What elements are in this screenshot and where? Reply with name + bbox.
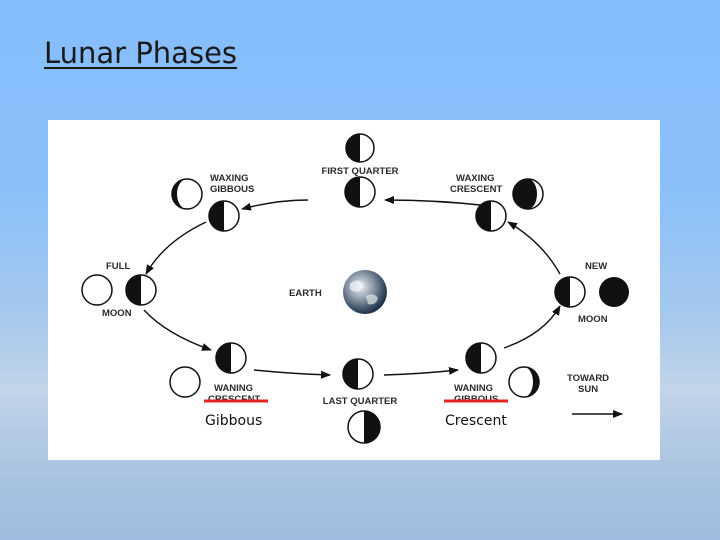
toward-sun-label-line1: TOWARD (567, 373, 609, 384)
first-quarter-phase: FIRST QUARTER (321, 133, 399, 208)
earth: EARTH (289, 270, 387, 314)
waxing-gibbous-view-from-earth (171, 178, 203, 210)
last-quarter-orbit-moon (342, 358, 374, 390)
slide-title: Lunar Phases (44, 36, 238, 70)
toward-sun-label-line2: SUN (578, 384, 598, 395)
orbit-arrow-top-right (384, 196, 491, 207)
lunar-phase-diagram: EARTH FIRST QUARTER WAXING GIBBOUS (48, 120, 660, 460)
orbit-arrow-bottom-left (253, 369, 331, 379)
waning-crescent-label-line1: WANING (214, 383, 253, 394)
earth-icon (343, 270, 387, 314)
new-moon-label-line2: MOON (578, 314, 608, 325)
new-moon-view-from-earth (599, 277, 629, 307)
new-moon-label-line1: NEW (585, 261, 607, 272)
waxing-crescent-label-line2: CRESCENT (450, 184, 502, 195)
waning-gibbous-phase: WANING GIBBOUS (454, 342, 540, 405)
orbit-arrow-lower-left (143, 309, 212, 351)
correction-label-crescent: Crescent (445, 413, 507, 429)
waning-gibbous-orbit-moon (465, 342, 497, 374)
waning-crescent-view-from-earth (169, 366, 201, 398)
new-moon-phase: NEW MOON (554, 261, 629, 325)
waning-crescent-phase: WANING CRESCENT (169, 342, 260, 405)
full-moon-label-line1: FULL (106, 261, 130, 272)
diagram-canvas: EARTH FIRST QUARTER WAXING GIBBOUS (81, 133, 629, 444)
full-moon-view-from-earth (81, 274, 113, 306)
toward-sun-indicator: TOWARD SUN (567, 373, 623, 418)
earth-label: EARTH (289, 288, 322, 299)
waxing-gibbous-label-line2: GIBBOUS (210, 184, 254, 195)
waxing-gibbous-orbit-moon (208, 200, 240, 232)
orbit-arrow-lower-right (503, 305, 561, 349)
orbit-arrows (143, 196, 561, 379)
correction-label-gibbous: Gibbous (205, 413, 263, 429)
first-quarter-orbit-moon (344, 176, 376, 208)
waxing-crescent-label-line1: WAXING (456, 173, 495, 184)
orbit-arrow-bottom-right (383, 366, 459, 376)
waxing-gibbous-phase: WAXING GIBBOUS (171, 173, 254, 232)
full-moon-phase: FULL MOON (81, 261, 157, 319)
new-moon-orbit-moon (554, 276, 586, 308)
waxing-gibbous-label-line1: WAXING (210, 173, 249, 184)
waxing-crescent-view-from-earth (512, 178, 544, 210)
orbit-arrow-upper-right (507, 221, 561, 275)
waxing-crescent-orbit-moon (475, 200, 507, 232)
first-quarter-label: FIRST QUARTER (321, 166, 398, 177)
last-quarter-label: LAST QUARTER (323, 396, 398, 407)
full-moon-orbit-moon (125, 274, 157, 306)
full-moon-label-line2: MOON (102, 308, 132, 319)
orbit-arrow-upper-left (145, 221, 207, 275)
orbit-arrow-top-left (241, 199, 309, 211)
waning-gibbous-label-line1: WANING (454, 383, 493, 394)
last-quarter-phase: LAST QUARTER (323, 358, 398, 444)
first-quarter-view-from-earth (345, 133, 375, 163)
waning-crescent-orbit-moon (215, 342, 247, 374)
waning-gibbous-view-from-earth (508, 366, 540, 398)
last-quarter-view-from-earth (347, 410, 381, 444)
waxing-crescent-phase: WAXING CRESCENT (450, 173, 544, 232)
